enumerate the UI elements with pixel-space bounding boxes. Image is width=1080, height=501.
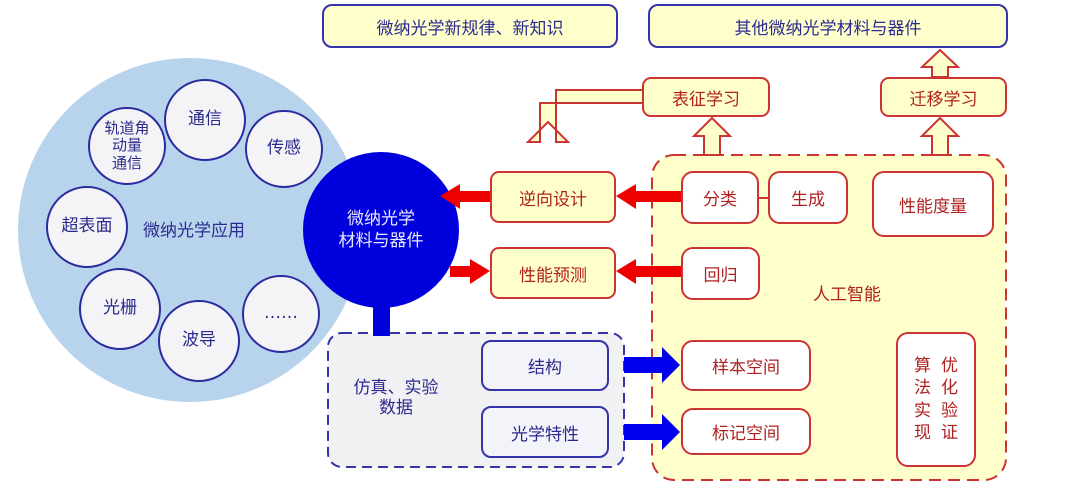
- new-laws-label: 微纳光学新规律、新知识: [376, 18, 564, 39]
- arrow-representation-to-laws: [525, 89, 646, 143]
- transfer-learning-label: 迁移学习: [909, 89, 978, 110]
- core-stem: [373, 300, 390, 336]
- classification-label: 分类: [703, 190, 737, 210]
- structure-label: 结构: [528, 358, 562, 378]
- regression-box: 回归: [681, 247, 760, 300]
- data-source-title-line1: 仿真、实验: [353, 378, 439, 398]
- data-source-title: 仿真、实验 数据: [336, 378, 456, 419]
- app-sensing: 传感: [245, 110, 323, 188]
- generation-box: 生成: [768, 171, 848, 224]
- arrow-regression-to-prediction: [616, 259, 682, 284]
- new-laws-box: 微纳光学新规律、新知识: [322, 4, 618, 48]
- transfer-learning-box: 迁移学习: [880, 77, 1007, 117]
- app-label: 轨道角动量通信: [104, 119, 150, 172]
- app-metasurface: 超表面: [46, 186, 128, 268]
- arrow-ai-to-representation: [691, 116, 733, 156]
- app-label: 波导: [182, 330, 216, 351]
- inverse-design-label: 逆向设计: [519, 189, 587, 210]
- ai-title: 人工智能: [813, 285, 881, 305]
- arrow-transfer-to-other: [919, 48, 961, 78]
- sample-space-label: 样本空间: [712, 358, 780, 378]
- app-waveguide: 波导: [158, 300, 240, 382]
- app-grating: 光栅: [79, 268, 161, 350]
- label-space-box: 标记空间: [681, 408, 811, 455]
- app-more: ……: [242, 275, 320, 353]
- other-materials-label: 其他微纳光学材料与器件: [734, 18, 922, 39]
- arrow-core-to-prediction: [450, 259, 490, 284]
- generation-label: 生成: [791, 190, 825, 210]
- label-space-label: 标记空间: [712, 424, 780, 444]
- arrow-inverse-to-core: [440, 184, 490, 209]
- sample-space-box: 样本空间: [681, 340, 811, 391]
- app-label: 光栅: [103, 298, 137, 319]
- structure-box: 结构: [481, 340, 609, 391]
- inverse-design-box: 逆向设计: [490, 171, 616, 223]
- data-source-title-line2: 数据: [379, 398, 413, 419]
- arrow-structure-to-sample: [624, 347, 680, 383]
- arrow-optical-to-label: [624, 414, 680, 450]
- optical-properties-label: 光学特性: [511, 424, 579, 445]
- regression-label: 回归: [703, 266, 738, 286]
- core-circle: [303, 152, 459, 308]
- performance-metric-label: 性能度量: [899, 196, 967, 217]
- core-label: 微纳光学 材料与器件: [303, 208, 459, 252]
- other-materials-box: 其他微纳光学材料与器件: [648, 4, 1008, 48]
- app-label: 超表面: [61, 216, 113, 237]
- arrow-ai-to-transfer: [919, 116, 961, 156]
- performance-prediction-label: 性能预测: [519, 265, 587, 286]
- app-communication: 通信: [164, 79, 246, 161]
- app-label: ……: [264, 303, 298, 324]
- algorithm-validation-box: 算法实现 优化验证: [896, 332, 976, 467]
- applications-center-label: 微纳光学应用: [143, 221, 245, 241]
- core-label-line1: 微纳光学: [347, 209, 415, 229]
- arrow-classify-to-inverse: [616, 184, 682, 209]
- optimization-validation-col: 优化验证: [941, 356, 958, 443]
- app-label: 传感: [267, 138, 301, 159]
- app-oam-communication: 轨道角动量通信: [88, 107, 166, 185]
- representation-learning-box: 表征学习: [642, 77, 770, 117]
- classification-box: 分类: [681, 171, 759, 224]
- representation-learning-label: 表征学习: [672, 89, 740, 110]
- optical-properties-box: 光学特性: [481, 406, 609, 458]
- algo-implementation-col: 算法实现: [914, 356, 931, 443]
- performance-prediction-box: 性能预测: [490, 247, 616, 299]
- performance-metric-box: 性能度量: [872, 171, 994, 237]
- core-label-line2: 材料与器件: [338, 231, 424, 252]
- app-label: 通信: [188, 109, 222, 130]
